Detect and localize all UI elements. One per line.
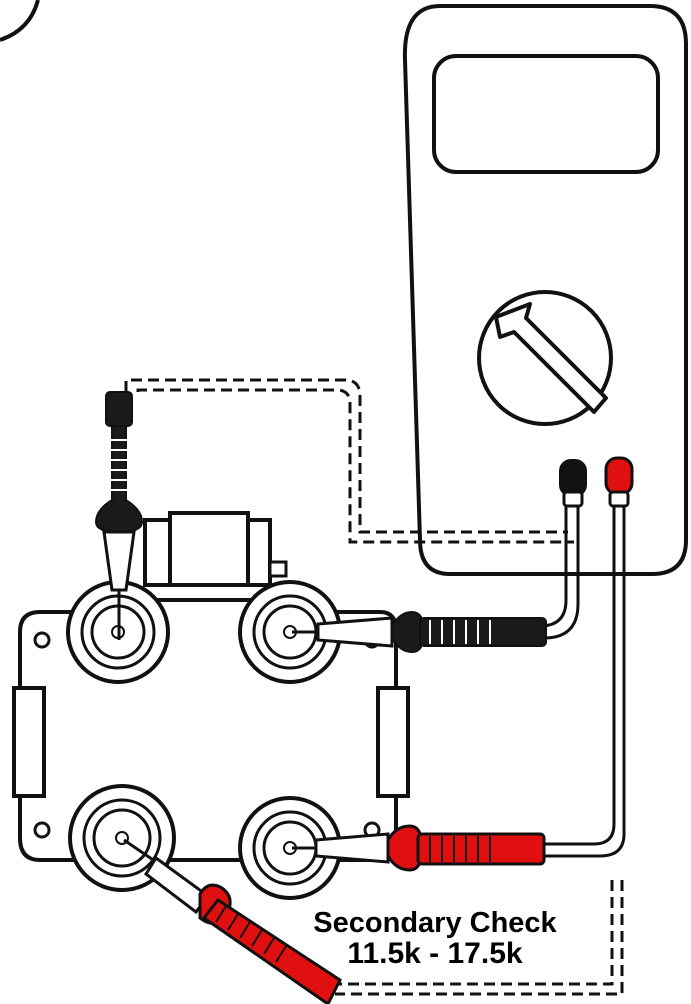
tower-top-right <box>238 580 342 684</box>
ignition-coil <box>12 511 410 862</box>
multimeter-display <box>432 54 660 174</box>
dashed-red-lead <box>335 880 624 996</box>
caption-title: Secondary Check <box>313 907 557 939</box>
test-caption: Secondary Check 11.5k - 17.5k <box>270 908 600 970</box>
multimeter <box>402 4 688 576</box>
caption-range: 11.5k - 17.5k <box>347 937 523 971</box>
tower-bottom-left <box>68 784 176 892</box>
black-probe-horizontal <box>292 610 547 654</box>
red-jack <box>604 456 634 496</box>
corner-circle-fragment <box>0 0 40 42</box>
black-probe-vertical <box>94 391 144 640</box>
red-probe-diagonal <box>123 838 342 1004</box>
red-probe-horizontal <box>292 824 546 872</box>
selector-pointer-icon <box>494 302 608 414</box>
dashed-black-lead <box>124 378 574 544</box>
